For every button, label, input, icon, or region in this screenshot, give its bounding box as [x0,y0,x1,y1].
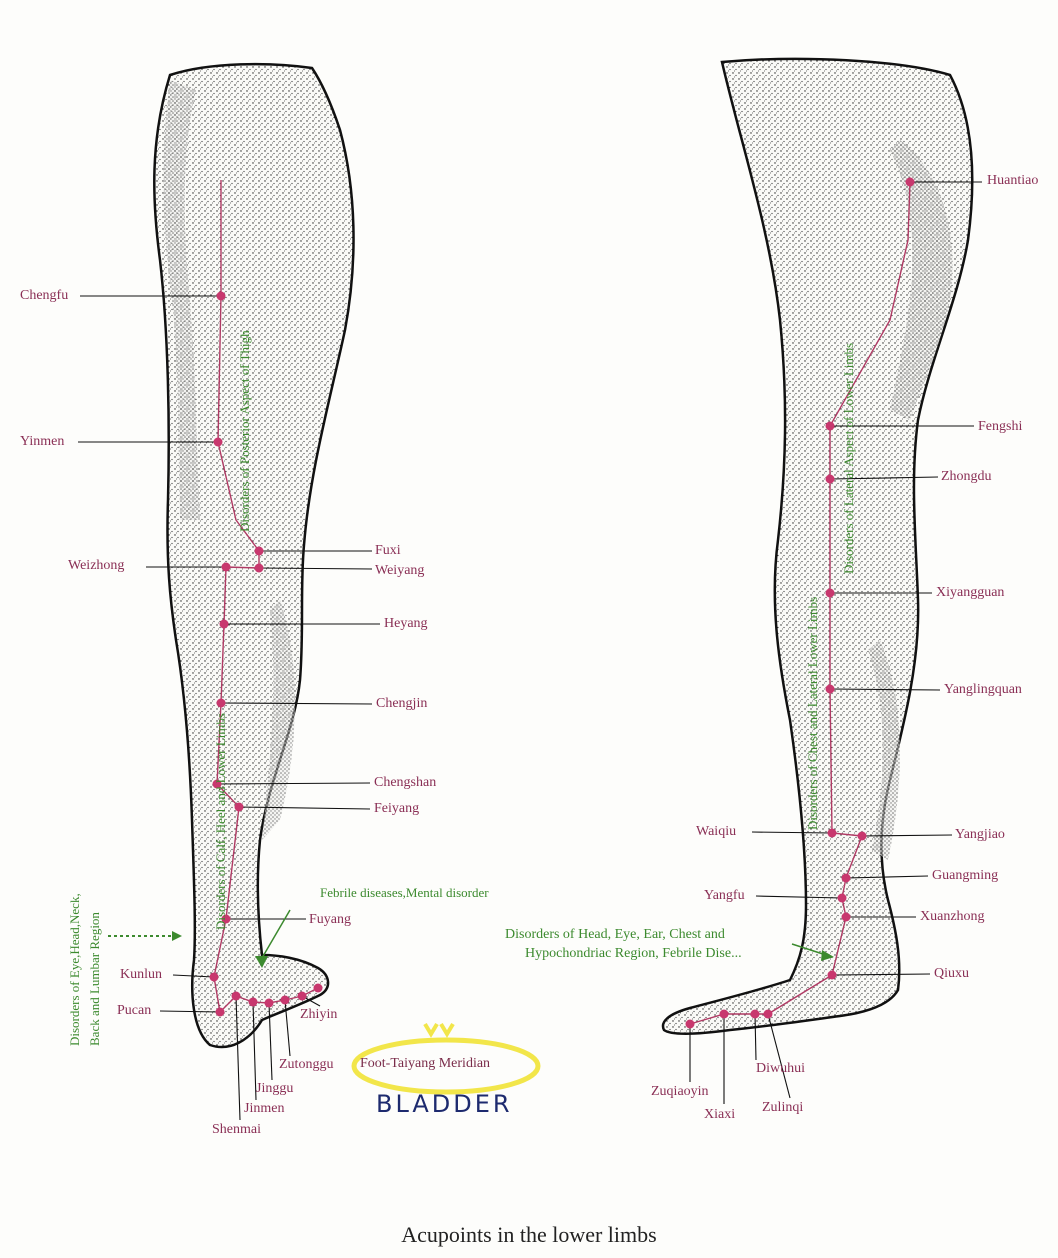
label-kunlun: Kunlun [120,968,162,982]
acupoint-jinggu [265,999,274,1008]
acupoint-yangjiao [858,832,867,841]
side-indication-arrowhead [172,931,182,941]
label-zhiyin: Zhiyin [300,1008,337,1022]
label-xuanzhong: Xuanzhong [920,910,985,924]
highlight-scribble [425,1024,453,1034]
meridian-name: Foot-Taiyang Meridian [360,1056,490,1072]
label-zuqiaoyin: Zuqiaoyin [651,1085,709,1099]
indication-left-thigh: Disorders of Posterior Aspect of Thigh [238,330,253,532]
label-feiyang: Feiyang [374,802,419,816]
acupoint-zuqiaoyin [686,1020,695,1029]
figure-caption: Acupoints in the lower limbs [0,1222,1058,1248]
label-yanglingquan: Yanglingquan [944,683,1022,697]
indication-right-thigh: Disorders of Lateral Aspect of Lower Lim… [842,234,857,574]
acupoint-zulinqi [764,1010,773,1019]
acupoint-zhiyin-tip [314,984,323,993]
acupoint-fuxi [255,547,264,556]
label-jinmen: Jinmen [244,1102,284,1116]
acupoint-diwuhui [751,1010,760,1019]
acupoint-weizhong [222,563,231,572]
label-chengfu: Chengfu [20,289,68,303]
label-xiyangguan: Xiyangguan [936,586,1004,600]
acupoint-weiyang [255,564,264,573]
label-xiaxi: Xiaxi [704,1108,735,1122]
indication-right-calf: Disorders of Chest and Lateral Lower Lim… [806,570,821,830]
indication-left-calf: Disorders of Calf, Heel and Lower Limbs [214,630,229,930]
label-zhongdu: Zhongdu [941,470,992,484]
label-fuyang: Fuyang [309,913,351,927]
label-fengshi: Fengshi [978,420,1022,434]
label-shenmai: Shenmai [212,1123,261,1137]
acupoint-yangfu [838,894,847,903]
label-chengjin: Chengjin [376,697,427,711]
label-pucan: Pucan [117,1004,151,1018]
label-heyang: Heyang [384,617,428,631]
acupoint-yinmen [214,438,223,447]
indication-left-side-2: Back and Lumbar Region [88,912,103,1046]
acupoint-waiqiu [828,829,837,838]
label-chengshan: Chengshan [374,776,436,790]
indication-right-foot-1: Disorders of Head, Eye, Ear, Chest and [505,927,725,943]
acupoint-pucan [216,1008,225,1017]
label-yinmen: Yinmen [20,435,64,449]
label-weiyang: Weiyang [375,564,424,578]
acupoint-xiyangguan [826,589,835,598]
label-diwuhui: Diwuhui [756,1062,805,1076]
foot-indication-arrow [262,910,290,958]
acupoint-chengfu [217,292,226,301]
acupoint-feiyang [235,803,244,812]
acupoint-kunlun [210,973,219,982]
label-yangfu: Yangfu [704,889,745,903]
label-guangming: Guangming [932,869,998,883]
handwritten-note: BLADDER [376,1090,513,1118]
acupoint-zhongdu [826,475,835,484]
label-jinggu: Jinggu [256,1082,293,1096]
label-fuxi: Fuxi [375,544,401,558]
label-yangjiao: Yangjiao [955,828,1005,842]
leader-line-zulinqi [768,1014,790,1098]
acupoint-qiuxu [828,971,837,980]
label-qiuxu: Qiuxu [934,967,969,981]
acupoint-zhiyin [298,992,307,1001]
acupoint-yanglingquan [826,685,835,694]
acupoint-xuanzhong [842,913,851,922]
acupoint-heyang [220,620,229,629]
acupoint-huantiao [906,178,915,187]
label-zulinqi: Zulinqi [762,1101,803,1115]
indication-left-foot: Febrile diseases,Mental disorder [320,886,489,901]
label-weizhong: Weizhong [68,559,124,573]
acupoint-jinmen [249,998,258,1007]
label-huantiao: Huantiao [987,174,1038,188]
label-waiqiu: Waiqiu [696,825,736,839]
acupoint-xiaxi [720,1010,729,1019]
indication-left-side-1: Disorders of Eye,Head,Neck, [68,893,83,1046]
acupoint-zutonggu [281,996,290,1005]
acupoint-shenmai [232,992,241,1001]
indication-right-foot-2: Hypochondriac Region, Febrile Dise... [525,946,742,962]
label-zutonggu: Zutonggu [279,1058,333,1072]
acupoint-guangming [842,874,851,883]
acupoint-fengshi [826,422,835,431]
